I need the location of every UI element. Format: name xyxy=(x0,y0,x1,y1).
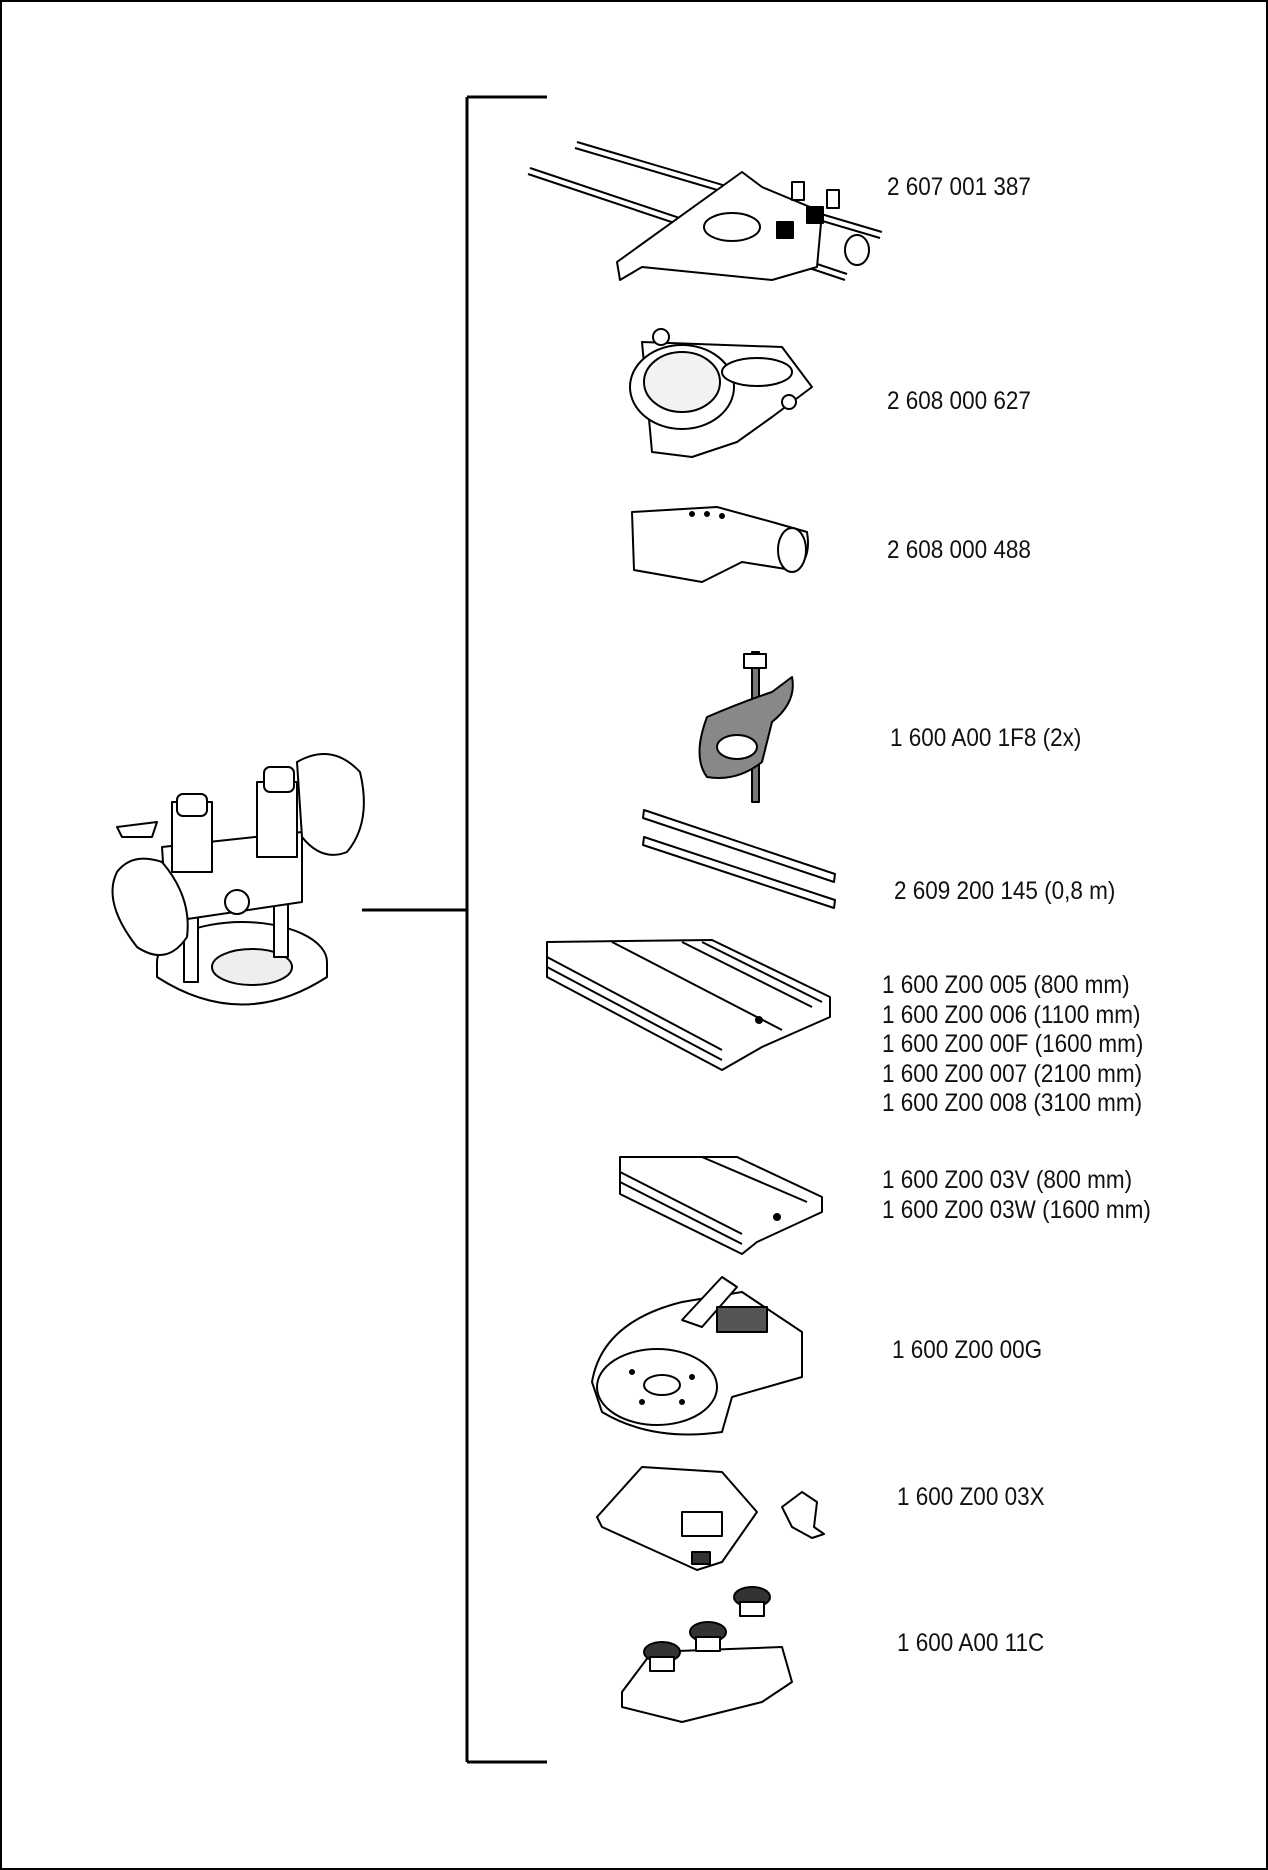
guide-rail-illustration xyxy=(546,939,831,1071)
parallel-guide-illustration xyxy=(527,141,883,281)
guide-rail-short-illustration xyxy=(619,1156,823,1255)
part-number: 1 600 A00 1F8 (2x) xyxy=(890,724,1082,752)
part-number: 1 600 Z00 00F (1600 mm) xyxy=(882,1030,1144,1058)
part-number-guide-rail-short: 1 600 Z00 03V (800 mm) 1 600 Z00 03W (16… xyxy=(882,1166,1151,1225)
bracket-lines xyxy=(362,95,547,1764)
part-number: 1 600 Z00 03X xyxy=(897,1483,1045,1511)
dust-adapter-illustration xyxy=(629,328,813,458)
part-number: 2 607 001 387 xyxy=(887,173,1031,201)
part-number: 1 600 Z00 00G xyxy=(892,1336,1043,1364)
part-number-parallel-guide: 2 607 001 387 xyxy=(887,173,1031,203)
part-number-circle-cutter: 1 600 A00 11C xyxy=(897,1629,1044,1659)
part-number: 2 608 000 488 xyxy=(887,536,1031,564)
part-number-dust-adapter: 2 608 000 627 xyxy=(887,387,1031,417)
part-number: 1 600 Z00 03V (800 mm) xyxy=(882,1166,1133,1194)
part-number: 1 600 Z00 03W (1600 mm) xyxy=(882,1195,1151,1224)
router-illustration xyxy=(111,753,365,1006)
guide-rods-illustration xyxy=(642,809,836,909)
part-number-guide-rail: 1 600 Z00 005 (800 mm) 1 600 Z00 006 (11… xyxy=(882,971,1143,1119)
part-number: 2 608 000 627 xyxy=(887,387,1031,415)
part-number-extraction-hood: 2 608 000 488 xyxy=(887,536,1031,566)
part-number: 1 600 A00 11C xyxy=(897,1629,1045,1657)
part-number: 1 600 Z00 005 (800 mm) xyxy=(882,971,1130,999)
part-number-guide-rods: 2 609 200 145 (0,8 m) xyxy=(894,877,1115,907)
part-number: 2 609 200 145 (0,8 m) xyxy=(894,877,1116,905)
part-number: 1 600 Z00 008 (3100 mm) xyxy=(882,1089,1143,1117)
guide-rail-connector-illustration xyxy=(596,1466,825,1571)
part-number: 1 600 Z00 006 (1100 mm) xyxy=(882,1000,1141,1029)
circle-cutter-illustration xyxy=(621,1586,793,1723)
part-number: 1 600 Z00 007 (2100 mm) xyxy=(882,1059,1143,1088)
part-number-screw-clamp: 1 600 A00 1F8 (2x) xyxy=(890,724,1081,754)
extraction-hood-illustration xyxy=(631,506,809,583)
screw-clamp-illustration xyxy=(698,651,794,803)
part-number-adapter-base: 1 600 Z00 00G xyxy=(892,1336,1042,1366)
guide-rail-adapter-base-illustration xyxy=(591,1276,803,1436)
part-number-connector: 1 600 Z00 03X xyxy=(897,1483,1045,1513)
